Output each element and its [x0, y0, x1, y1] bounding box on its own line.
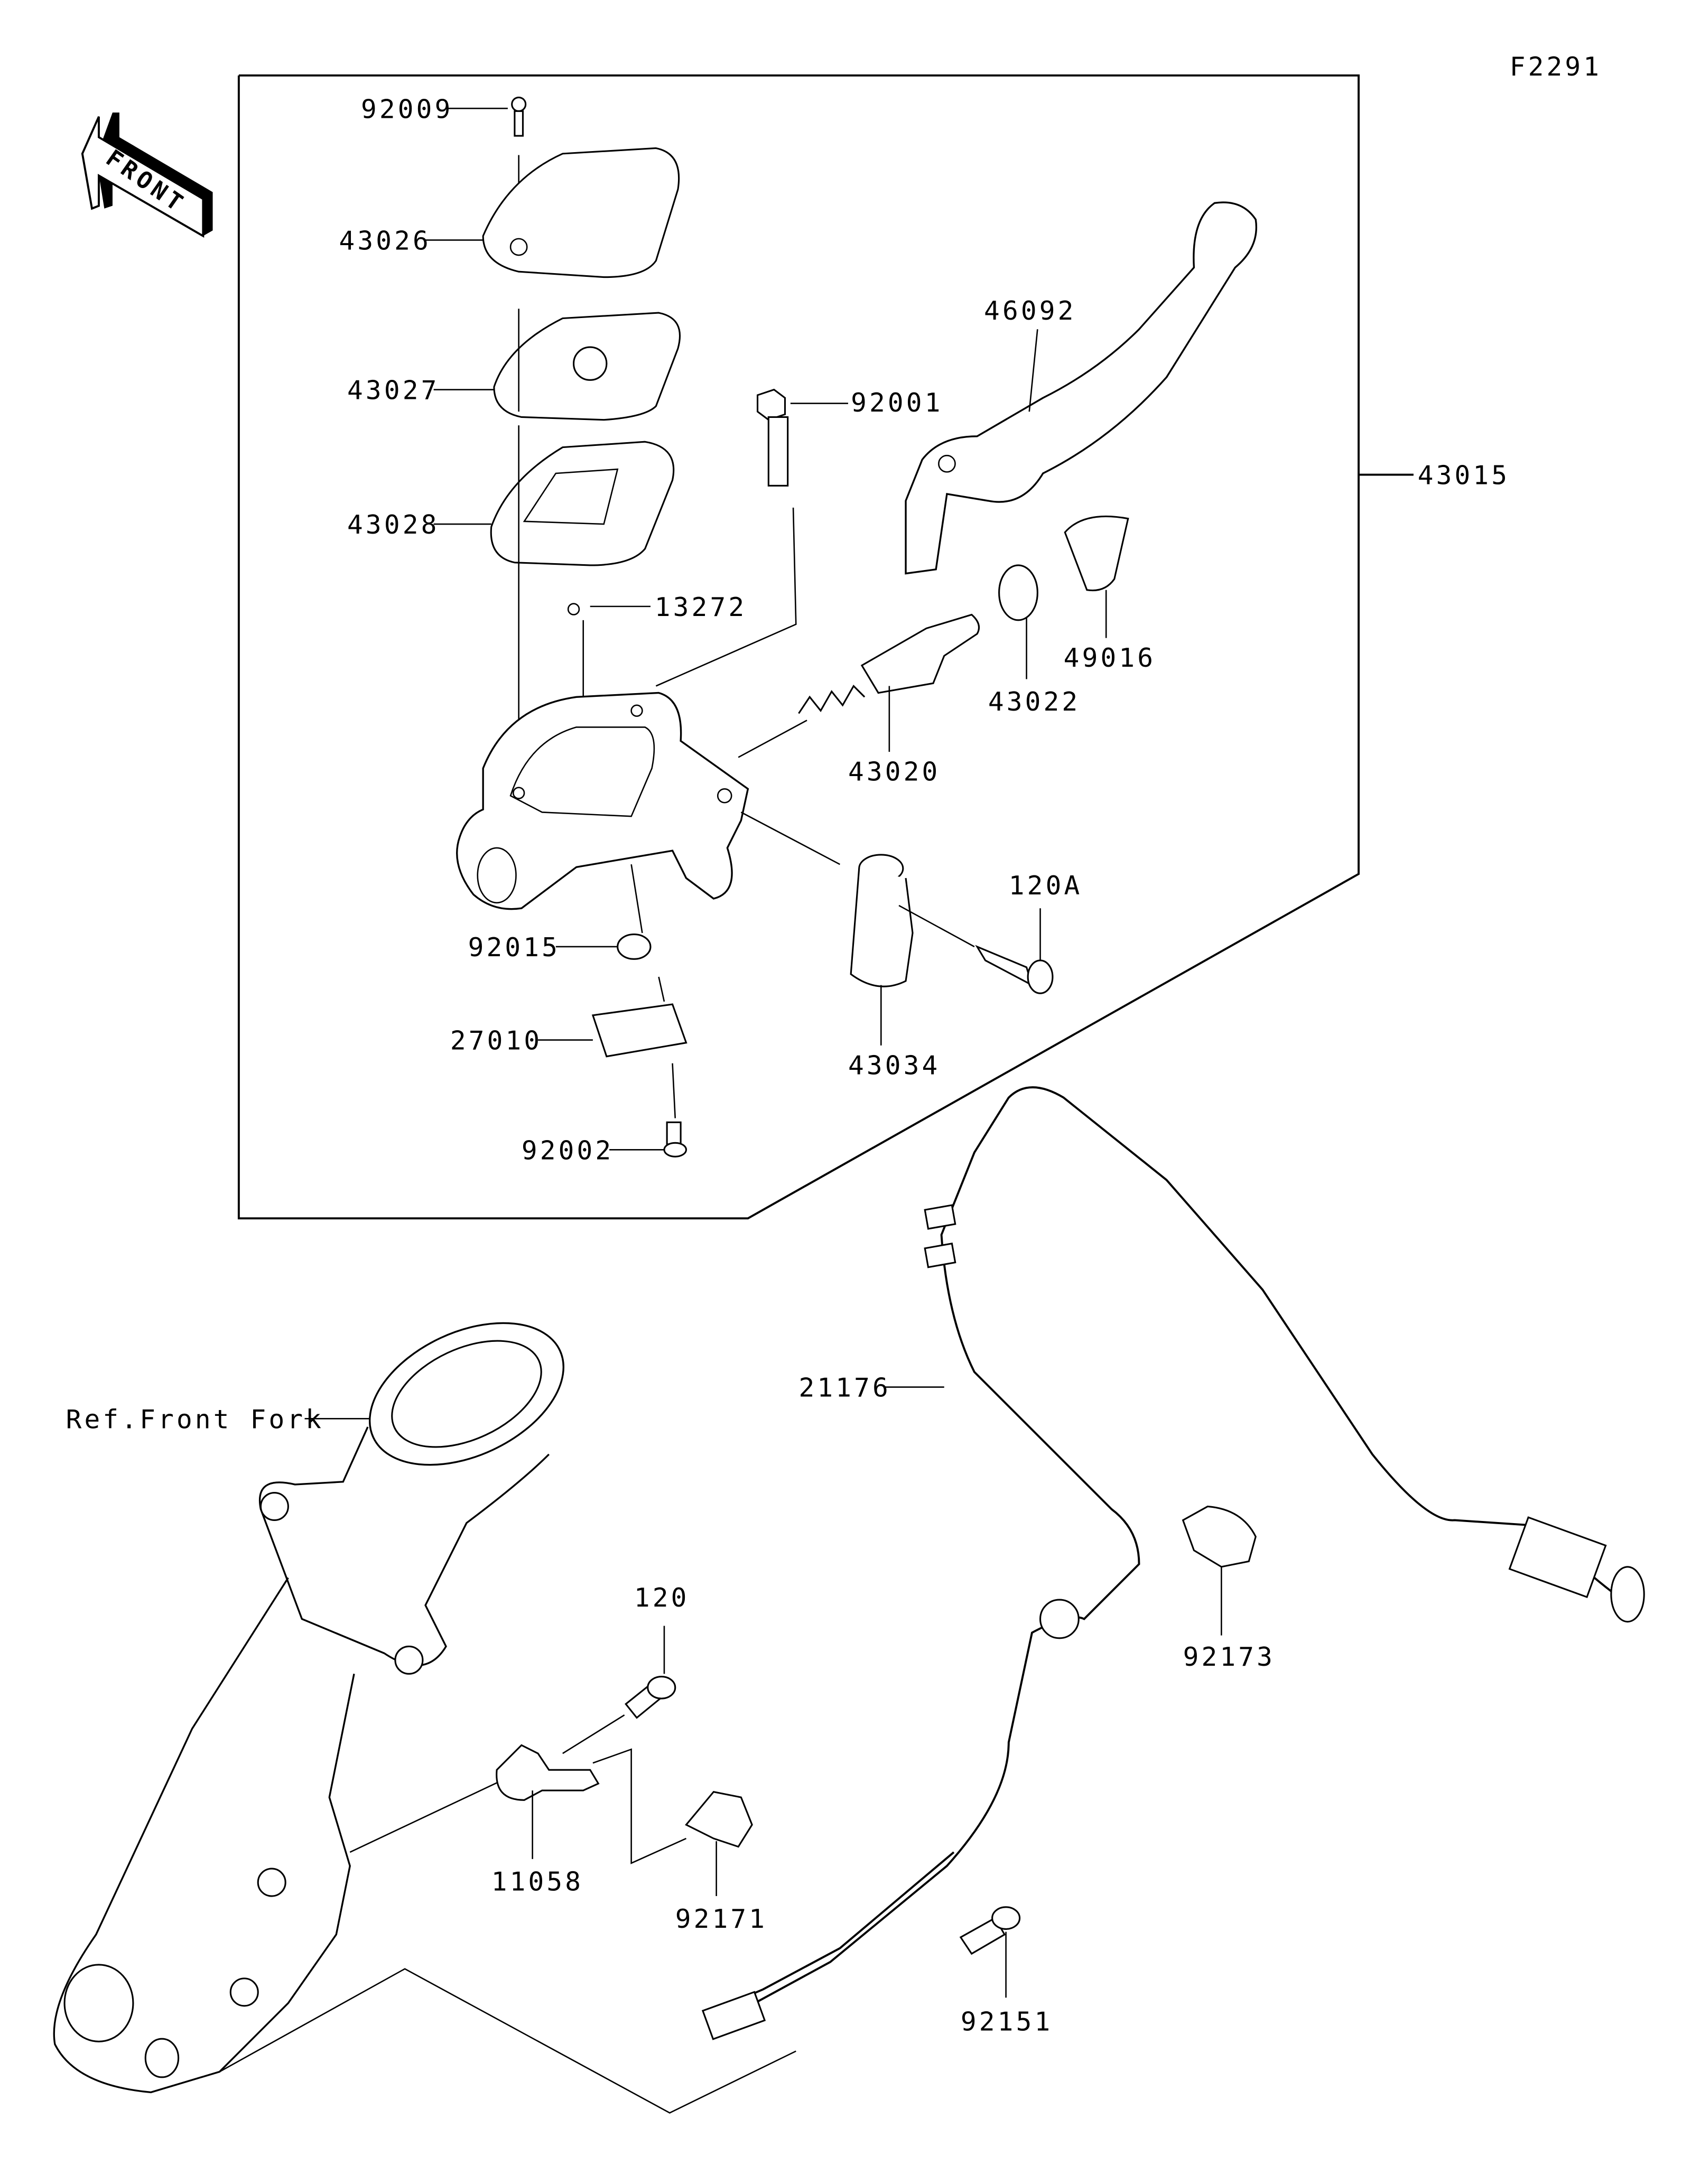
- label-92151[interactable]: 92151: [961, 2006, 1053, 2037]
- label-120[interactable]: 120: [634, 1582, 690, 1613]
- label-11058[interactable]: 11058: [491, 1866, 583, 1897]
- part-43034-clamp-holder: [740, 811, 975, 1046]
- part-49016-boot: [1064, 515, 1129, 638]
- label-120A[interactable]: 120A: [1009, 870, 1083, 901]
- label-43020[interactable]: 43020: [848, 757, 940, 787]
- part-92001-bolt: [655, 388, 797, 687]
- label-46092[interactable]: 46092: [984, 295, 1076, 326]
- part-43028-diaphragm: [490, 441, 675, 566]
- label-92015[interactable]: 92015: [468, 932, 560, 963]
- label-92002[interactable]: 92002: [522, 1135, 614, 1165]
- part-46092-brake-lever: [905, 201, 1257, 575]
- label-92001[interactable]: 92001: [851, 387, 943, 418]
- label-13272[interactable]: 13272: [655, 592, 747, 622]
- part-120-bolt: [562, 1626, 676, 1754]
- label-92009[interactable]: 92009: [361, 94, 453, 124]
- label-43022[interactable]: 43022: [988, 686, 1080, 717]
- label-92171[interactable]: 92171: [675, 1903, 767, 1934]
- label-43034[interactable]: 43034: [848, 1050, 940, 1080]
- label-92173[interactable]: 92173: [1183, 1641, 1275, 1672]
- label-27010[interactable]: 27010: [450, 1025, 542, 1056]
- label-21176[interactable]: 21176: [798, 1373, 890, 1403]
- part-92009-screw: [511, 96, 527, 247]
- part-92002-screw: [663, 1121, 687, 1158]
- assembly-boundary: [237, 74, 1360, 1220]
- figure-code: F2291: [1510, 51, 1602, 82]
- part-92171-clip: [685, 1790, 753, 1897]
- part-21176-sensor-harness: [701, 1086, 1645, 2040]
- part-92173-clamp: [1182, 1505, 1257, 1636]
- front-arrow-icon: FRONT: [81, 112, 213, 238]
- part-43022-circlip: [998, 564, 1038, 679]
- label-49016[interactable]: 49016: [1064, 642, 1156, 673]
- label-43015[interactable]: 43015: [1418, 460, 1510, 491]
- label-ref-front-fork[interactable]: Ref.Front Fork: [66, 1404, 324, 1434]
- part-master-cylinder-body: [456, 692, 749, 910]
- part-120A-bolt: [975, 908, 1054, 994]
- part-43026-reservoir-cap: [482, 147, 680, 278]
- part-27010-brake-switch: [591, 976, 687, 1118]
- part-92151-bolt: [959, 1906, 1021, 1998]
- part-92015-nut: [617, 864, 652, 960]
- label-43028[interactable]: 43028: [347, 509, 439, 540]
- part-43020-piston: [738, 613, 980, 758]
- part-11058-bracket: [496, 1744, 687, 1864]
- leader-lines: [304, 107, 1038, 1420]
- part-ref-front-fork: [53, 1322, 796, 2114]
- label-43027[interactable]: 43027: [347, 375, 439, 406]
- label-43026[interactable]: 43026: [339, 226, 431, 256]
